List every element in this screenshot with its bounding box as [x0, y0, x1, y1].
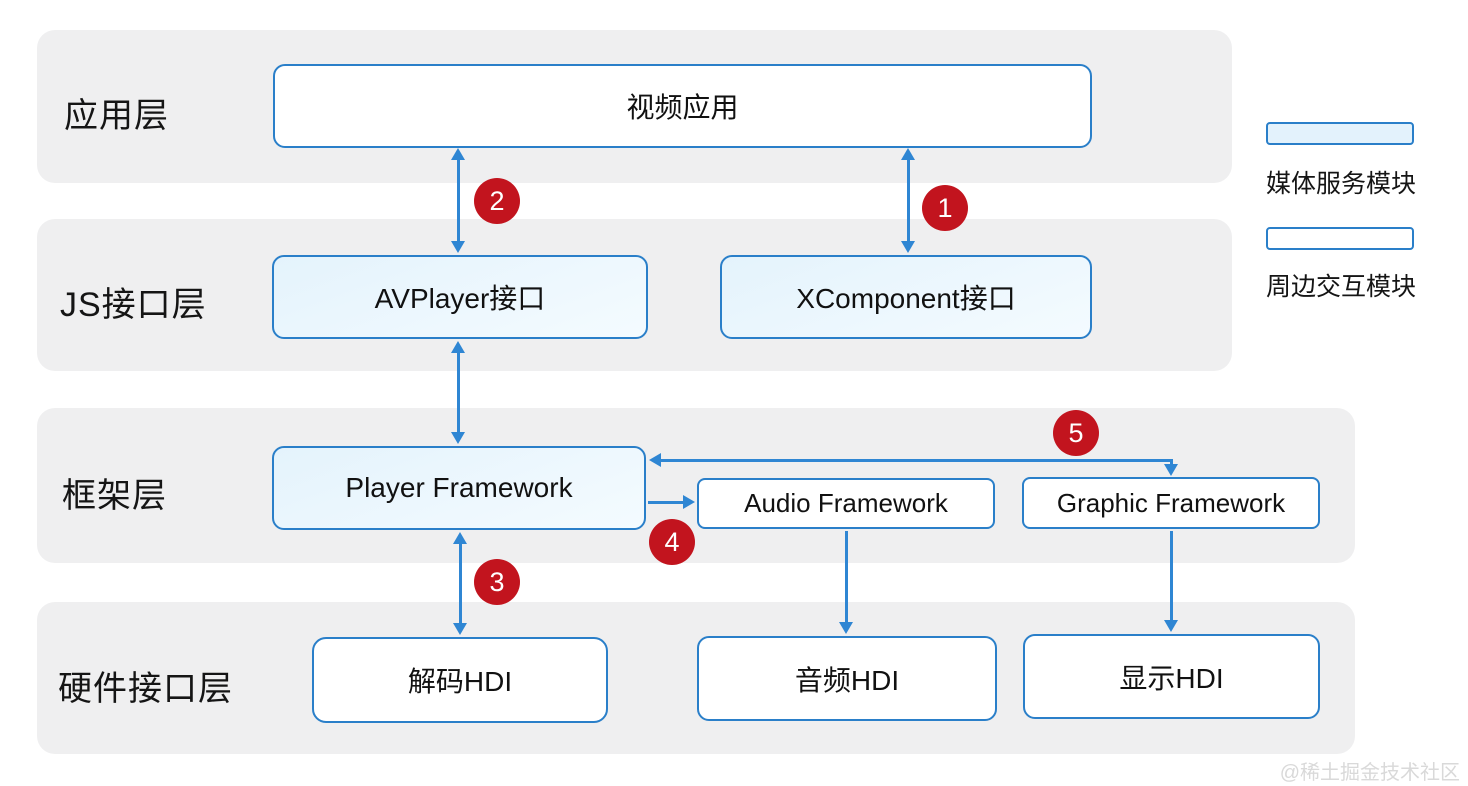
arrow-graphicfw-displayhdi-down-icon: [1164, 620, 1178, 632]
connector-graphicfw-playerfw-vertical: [1169, 458, 1173, 467]
connector-playerfw-decodehdi: [458, 542, 462, 624]
arrow-graphicfw-down-icon: [1164, 464, 1178, 476]
node-audio-hdi-label: 音频HDI: [794, 664, 900, 696]
connector-playerfw-audiofw: [648, 500, 683, 504]
arrow-videoapp-xcomponent-up-icon: [901, 148, 915, 160]
legend-swatch-peripheral: [1266, 227, 1414, 250]
legend-label-media-service: 媒体服务模块: [1266, 170, 1417, 198]
node-graphic-framework: Graphic Framework: [1022, 477, 1320, 529]
connector-graphicfw-displayhdi: [1169, 531, 1173, 621]
node-video-app-label: 视频应用: [626, 92, 739, 123]
node-avplayer-api: AVPlayer接口: [272, 255, 648, 339]
node-player-framework-label: Player Framework: [345, 472, 573, 503]
connector-graphicfw-playerfw-horizontal: [661, 458, 1173, 462]
label-framework-layer: 框架层: [62, 477, 167, 515]
connector-avplayer-playerfw: [456, 351, 460, 435]
label-application-layer: 应用层: [64, 97, 169, 135]
step-badge-5: 5: [1053, 410, 1099, 456]
legend-swatch-media-service: [1266, 122, 1414, 145]
arrow-playerfw-decodehdi-down-icon: [453, 623, 467, 635]
arrow-avplayer-playerfw-up-icon: [451, 341, 465, 353]
step-badge-3: 3: [474, 559, 520, 605]
node-xcomponent-api-label: XComponent接口: [796, 283, 1016, 314]
label-js-interface-layer: JS接口层: [60, 286, 207, 324]
connector-audiofw-audiohdi: [844, 531, 848, 623]
arrow-videoapp-avplayer-up-icon: [451, 148, 465, 160]
connector-videoapp-xcomponent: [906, 158, 910, 245]
label-hardware-interface-layer: 硬件接口层: [58, 670, 233, 708]
node-player-framework: Player Framework: [272, 446, 646, 530]
step-badge-4: 4: [649, 519, 695, 565]
node-avplayer-api-label: AVPlayer接口: [374, 283, 546, 314]
node-video-app: 视频应用: [273, 64, 1092, 148]
node-display-hdi: 显示HDI: [1023, 634, 1320, 719]
node-graphic-framework-label: Graphic Framework: [1056, 487, 1286, 518]
node-audio-framework-label: Audio Framework: [744, 488, 948, 518]
node-xcomponent-api: XComponent接口: [720, 255, 1092, 339]
node-audio-hdi: 音频HDI: [697, 636, 997, 721]
arrow-graphicfw-playerfw-left-icon: [649, 453, 661, 467]
arrow-avplayer-playerfw-down-icon: [451, 432, 465, 444]
node-audio-framework: Audio Framework: [697, 478, 995, 529]
node-decode-hdi: 解码HDI: [312, 637, 608, 723]
arrow-audiofw-audiohdi-down-icon: [839, 622, 853, 634]
arrow-videoapp-avplayer-down-icon: [451, 241, 465, 253]
arrow-playerfw-decodehdi-up-icon: [453, 532, 467, 544]
node-decode-hdi-label: 解码HDI: [407, 666, 513, 697]
step-badge-1: 1: [922, 185, 968, 231]
connector-videoapp-avplayer: [456, 158, 460, 245]
step-badge-2: 2: [474, 178, 520, 224]
arrow-videoapp-xcomponent-down-icon: [901, 241, 915, 253]
arrow-playerfw-audiofw-right-icon: [683, 495, 695, 509]
watermark: @稀土掘金技术社区: [1279, 762, 1460, 784]
legend-label-peripheral: 周边交互模块: [1266, 273, 1417, 301]
node-display-hdi-label: 显示HDI: [1119, 662, 1224, 694]
